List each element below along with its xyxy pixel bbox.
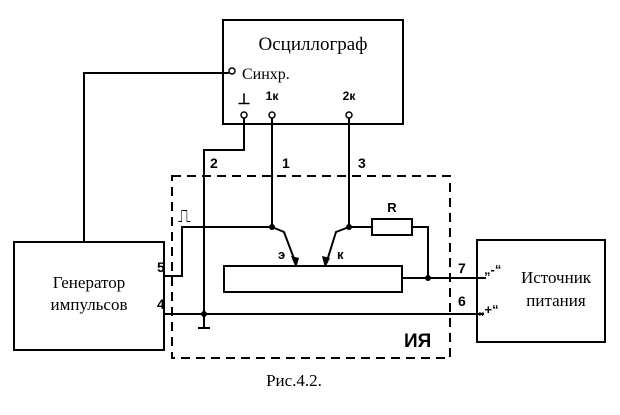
sample-bar [223, 265, 403, 293]
pulse-symbol: ⎍ [178, 206, 191, 226]
power-plus-label: „+“ [478, 302, 499, 317]
figure-caption: Рис.4.2. [266, 371, 322, 390]
probe-e-label: э [278, 247, 285, 262]
device-enclosure [171, 175, 451, 359]
generator-line2: импульсов [50, 295, 127, 314]
channel2-label: 2к [343, 89, 357, 103]
ground-terminal [240, 111, 248, 119]
power-minus-label: „-“ [484, 262, 501, 277]
wire-number-5: 5 [157, 259, 165, 275]
pulse-input-wire [164, 226, 272, 277]
generator-line1: Генератор [53, 273, 126, 292]
generator-box [13, 241, 165, 351]
emitter-probe-tip [291, 256, 299, 268]
ground-symbol-label: ⊥ [237, 92, 250, 108]
resistor-junction-dot [425, 275, 431, 281]
ground-wire [203, 118, 245, 314]
channel2-terminal [345, 111, 353, 119]
power-supply-box [476, 239, 606, 343]
sync-terminal [228, 67, 236, 75]
wire-number-1: 1 [282, 155, 290, 171]
collector-probe [325, 226, 350, 265]
channel1-terminal [268, 111, 276, 119]
wire-number-2: 2 [210, 155, 218, 171]
sync-wire [83, 72, 229, 242]
wire-number-3: 3 [358, 155, 366, 171]
oscilloscope-box [222, 19, 404, 125]
emitter-probe [271, 226, 297, 265]
device-label: ИЯ [404, 331, 431, 352]
channel1-label: 1к [266, 89, 280, 103]
oscilloscope-title: Осциллограф [259, 34, 368, 55]
sync-label: Синхр. [242, 66, 290, 83]
probe-k-label: к [337, 247, 344, 262]
wire-number-6: 6 [458, 293, 466, 309]
power-supply-line2: питания [526, 291, 586, 310]
resistor-right-wire [412, 226, 429, 278]
collector-probe-tip [322, 256, 330, 268]
power-supply-line1: Источник [521, 268, 592, 287]
resistor-label: R [387, 200, 397, 215]
wire-number-7: 7 [458, 260, 466, 276]
resistor [371, 218, 413, 236]
wire-number-4: 4 [157, 296, 165, 312]
